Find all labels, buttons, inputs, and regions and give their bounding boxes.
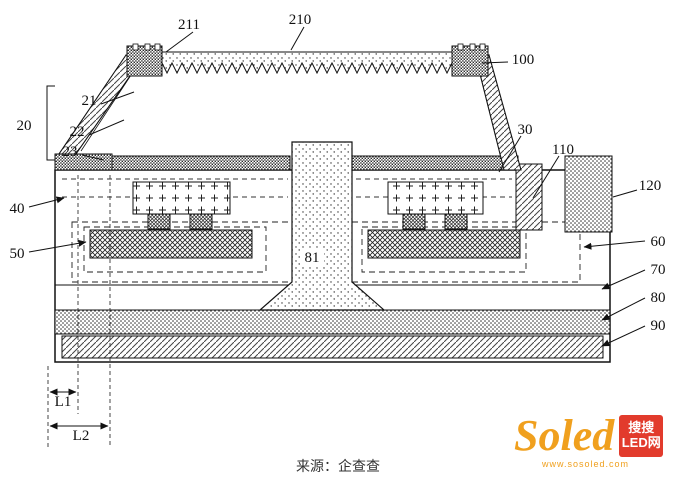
layer80 xyxy=(54,309,611,335)
label-22: 22 xyxy=(70,124,85,140)
corner-block-right xyxy=(451,45,489,77)
label-60: 60 xyxy=(651,234,666,250)
label81-backing xyxy=(300,248,324,265)
label-110: 110 xyxy=(552,142,574,158)
center-pillar-81 xyxy=(258,141,386,311)
soled-logo-text: Soled xyxy=(514,411,615,460)
label-210: 210 xyxy=(289,12,312,28)
label-90: 90 xyxy=(651,318,666,334)
label-120: 120 xyxy=(639,178,662,194)
soled-badge-line2: LED网 xyxy=(621,435,661,450)
soled-badge-line1: 搜搜 xyxy=(628,420,655,436)
layer50-block-right xyxy=(367,229,521,259)
reference-labels: 211 210 100 21 20 22 23 30 110 120 40 50… xyxy=(10,12,666,444)
serrated-strip-210 xyxy=(161,51,453,75)
label-30: 30 xyxy=(518,122,533,138)
device-body xyxy=(47,141,613,448)
label-L1: L1 xyxy=(55,394,72,410)
flange-strip-23 xyxy=(54,153,113,171)
soled-url: www.sosoled.com xyxy=(542,459,630,469)
soled-logo-row: Soled 搜搜 LED网 xyxy=(514,411,664,460)
label-70: 70 xyxy=(651,262,666,278)
source-caption: 来源：企查查 xyxy=(296,458,380,474)
electrode-pads xyxy=(147,213,468,230)
block-120 xyxy=(564,155,613,233)
layer90 xyxy=(61,335,604,359)
label-40: 40 xyxy=(10,201,25,217)
dimension-lines xyxy=(49,388,109,430)
label-23: 23 xyxy=(63,144,78,160)
epi-block-left xyxy=(132,181,231,215)
top-contact-strip-left xyxy=(111,155,291,171)
bracket-20 xyxy=(46,85,55,161)
label-21: 21 xyxy=(82,93,97,109)
label-80: 80 xyxy=(651,290,666,306)
label-211: 211 xyxy=(178,17,200,33)
layer50-block-left xyxy=(89,229,253,259)
top-contact-strip-right xyxy=(351,155,519,171)
block-110 xyxy=(515,163,543,231)
dome-lid xyxy=(54,43,522,171)
corner-block-left xyxy=(126,45,163,77)
soled-badge: 搜搜 LED网 xyxy=(619,415,664,457)
soled-watermark: Soled 搜搜 LED网 www.sosoled.com xyxy=(514,411,664,469)
vertical-reference-lines xyxy=(47,175,111,448)
label-50: 50 xyxy=(10,246,25,262)
crenellation-notches xyxy=(132,43,486,51)
label-81: 81 xyxy=(305,250,320,266)
left-wall-liner-22 xyxy=(80,71,134,152)
epi-block-right xyxy=(387,181,484,215)
label-20: 20 xyxy=(17,118,32,134)
label-100: 100 xyxy=(512,52,535,68)
label-L2: L2 xyxy=(73,428,90,444)
leader-lines xyxy=(28,26,646,347)
